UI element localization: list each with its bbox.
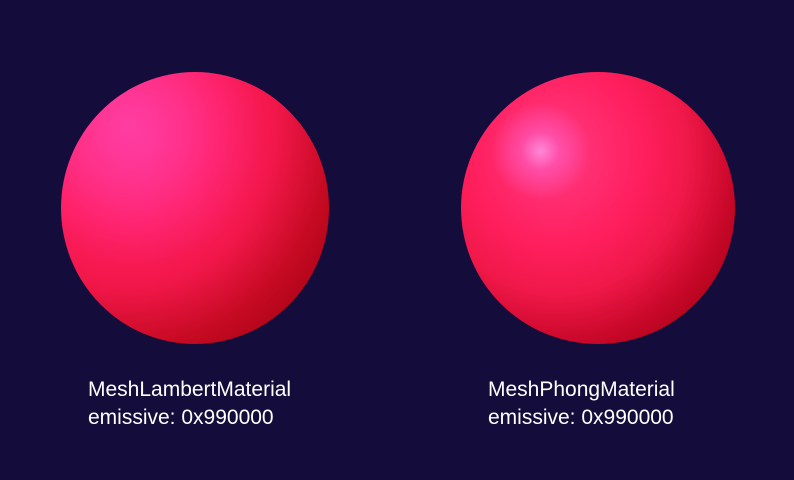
emissive-value: emissive: 0x990000 [488, 406, 674, 429]
emissive-value: emissive: 0x990000 [88, 406, 274, 429]
material-name: MeshLambertMaterial [88, 378, 292, 401]
phong-sphere [461, 72, 735, 344]
lambert-sphere [61, 72, 329, 344]
material-name: MeshPhongMaterial [488, 378, 675, 401]
phong-label: MeshPhongMaterial emissive: 0x990000 [488, 376, 675, 432]
lambert-label: MeshLambertMaterial emissive: 0x990000 [88, 376, 291, 432]
